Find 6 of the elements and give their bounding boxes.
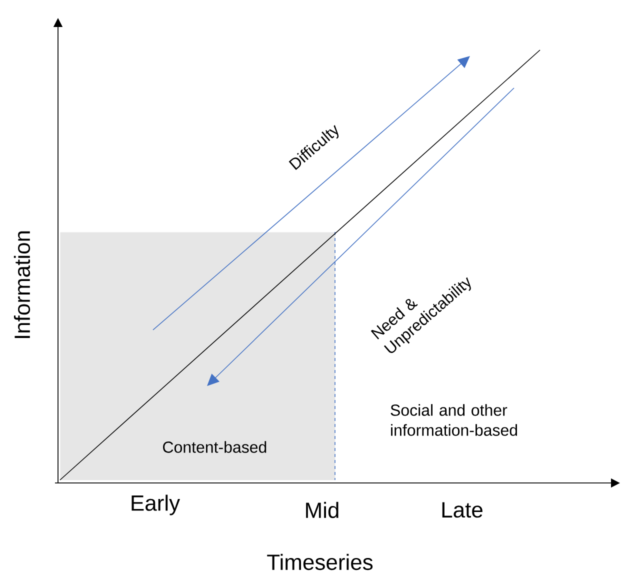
region-label: Social and other information-based — [390, 404, 518, 436]
tick-label: Late — [442, 502, 482, 518]
tick-label: Mid — [306, 502, 338, 518]
shaded-region: Content-based — [60, 232, 336, 480]
axis-title: Timeseries — [267, 554, 373, 570]
axis-title: Information — [14, 231, 30, 338]
